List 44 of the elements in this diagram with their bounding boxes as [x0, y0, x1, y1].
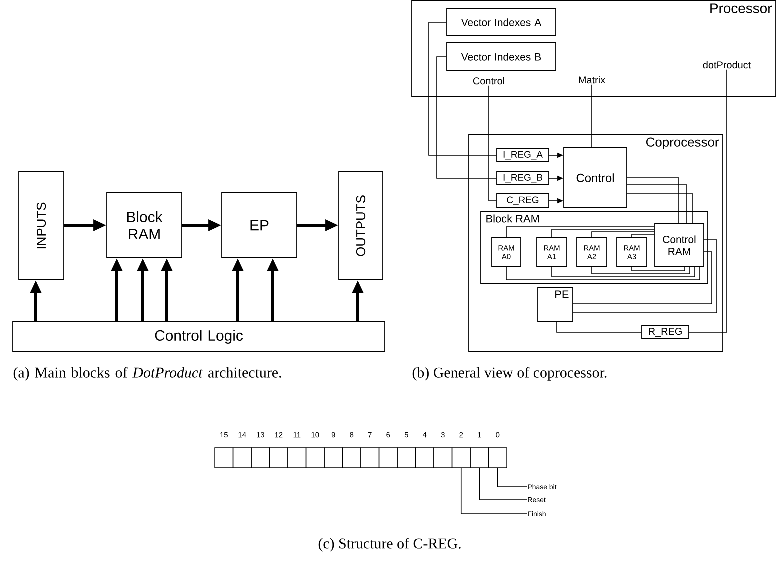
connector-line — [488, 85, 497, 202]
block-box: Vector Indexes A — [446, 8, 556, 36]
caption: (b) General view of coprocessor. — [412, 367, 607, 381]
connector-line — [632, 267, 686, 272]
signal-label: Matrix — [579, 76, 606, 84]
register-cell — [488, 448, 508, 468]
block-box: INPUTS — [18, 172, 64, 280]
connector-line — [592, 267, 690, 274]
connector-line — [632, 234, 655, 238]
connector-line — [627, 178, 680, 224]
block-box: EP — [222, 192, 298, 258]
connector-line — [552, 229, 655, 238]
block-box: OUTPUTS — [338, 172, 384, 280]
block-box: Vector Indexes B — [446, 42, 556, 72]
register-cell — [452, 448, 471, 468]
block-box: Control Logic — [12, 322, 386, 352]
register-cell — [470, 448, 490, 468]
caption: (a) Main blocks of DotProduct architecture. — [14, 367, 282, 381]
connector-line — [573, 252, 712, 304]
block-box: Control RAM — [654, 224, 704, 268]
connector-line — [506, 226, 655, 238]
block-box: I_REG_B — [496, 172, 550, 186]
signal-label: dotProduct — [703, 61, 752, 69]
group-box: PE — [538, 288, 574, 322]
leader-line — [460, 468, 528, 514]
block-box: C_REG — [496, 194, 550, 208]
connector-line — [556, 322, 642, 333]
connector-line — [689, 69, 728, 333]
block-box: Control — [564, 148, 628, 208]
block-box: I_REG_A — [496, 148, 550, 162]
leader-line — [479, 468, 528, 500]
connector-line — [573, 240, 718, 314]
connector-line — [627, 184, 688, 224]
connector-line — [436, 56, 497, 179]
block-box: Block RAM — [106, 192, 182, 258]
connector-line — [552, 267, 696, 278]
signal-label: Control — [473, 77, 504, 85]
connector-line — [627, 194, 694, 224]
leader-line — [497, 468, 528, 488]
connector-line — [428, 22, 497, 156]
block-box: R_REG — [642, 326, 690, 340]
caption: (c) Structure of C-REG. — [318, 538, 461, 552]
connector-line — [592, 232, 655, 238]
connector-line — [506, 267, 700, 280]
